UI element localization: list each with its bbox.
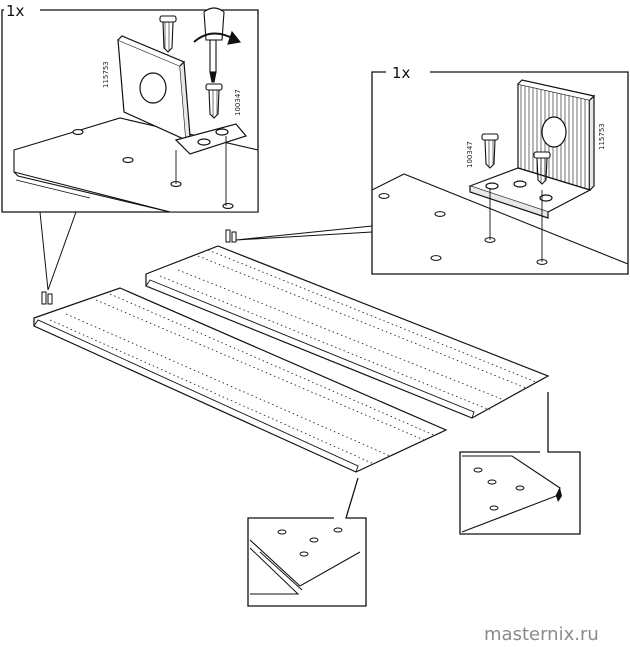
screw-icon: [533, 151, 551, 185]
part-number-bracket: 115753: [102, 61, 110, 88]
bracket-part: [117, 35, 248, 155]
part-number-screw: 100347: [466, 141, 474, 168]
bracket-mini-icon: [41, 291, 53, 305]
callout-right: 1x: [235, 64, 629, 275]
panel-edge: [371, 173, 629, 265]
callout-left: 1x: [1, 2, 259, 291]
screwdriver-icon: [193, 7, 242, 83]
callout-left-leader: [39, 211, 77, 291]
callout-right-qty: 1x: [392, 64, 411, 82]
callout-right-leader: [235, 225, 373, 241]
callout-bottom-right: [459, 392, 581, 535]
screw-icon: [205, 83, 223, 119]
bracket-mini-icon: [225, 229, 237, 243]
watermark-text: masternix.ru: [484, 624, 599, 645]
callout-left-qty: 1x: [6, 2, 25, 20]
part-number-bracket: 115753: [598, 123, 606, 150]
callout-right-frame: [371, 71, 629, 275]
screw-icon: [159, 15, 177, 53]
panel-front: [33, 287, 448, 473]
panel-back: [145, 229, 550, 419]
panel-holes: [378, 193, 548, 265]
part-number-screw: 100347: [234, 89, 242, 116]
bracket-part: [468, 79, 596, 219]
screw-icon: [481, 133, 499, 169]
callout-bottom-center: [247, 477, 367, 607]
